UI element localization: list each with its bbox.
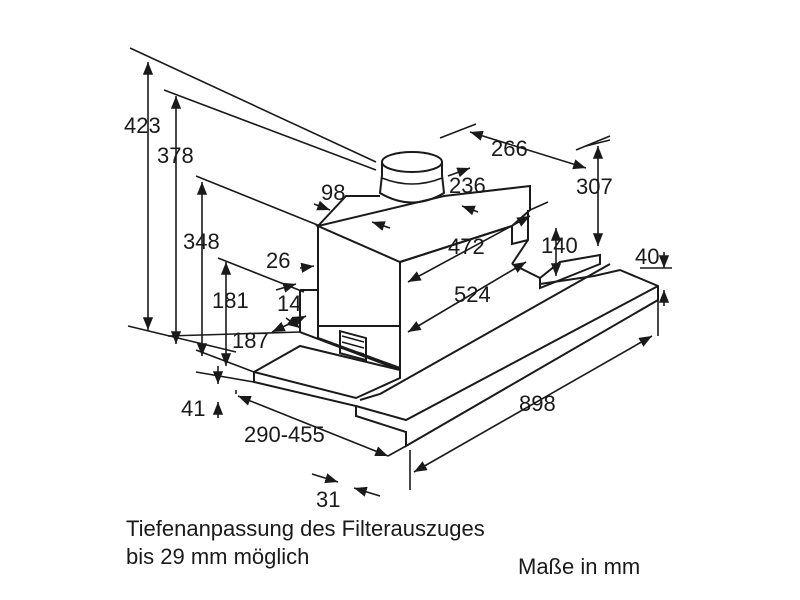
- dim-line-290-455: [237, 395, 389, 457]
- dim-line-898: [413, 335, 653, 473]
- label-266: 266: [491, 136, 528, 161]
- label-378: 378: [157, 143, 194, 168]
- dim-line-524: [407, 261, 527, 333]
- note-line-2: bis 29 mm möglich: [126, 544, 310, 569]
- duct-collar-top: [381, 151, 443, 173]
- dimension-labels: 423 378 348 181 187 41 26 14 98 266 236 …: [124, 113, 659, 512]
- label-98: 98: [321, 180, 345, 205]
- label-472: 472: [448, 234, 485, 259]
- label-40: 40: [635, 244, 659, 269]
- filter-depth-note: Tiefenanpassung des Filterauszuges bis 2…: [126, 515, 485, 571]
- label-307: 307: [576, 174, 613, 199]
- label-423: 423: [124, 113, 161, 138]
- units-note: Maße in mm: [518, 554, 641, 579]
- label-140: 140: [541, 233, 578, 258]
- label-181: 181: [212, 288, 249, 313]
- label-187: 187: [232, 328, 269, 353]
- label-236: 236: [449, 173, 486, 198]
- label-14: 14: [277, 291, 301, 316]
- note-line-1: Tiefenanpassung des Filterauszuges: [126, 516, 485, 541]
- dim-line-266: [469, 130, 587, 170]
- dimension-lines: [127, 47, 672, 497]
- motor-housing: [314, 184, 531, 264]
- duct-collar: [378, 162, 446, 204]
- dim-line-187: [271, 315, 307, 333]
- label-41: 41: [181, 396, 205, 421]
- label-290-455: 290-455: [244, 422, 325, 447]
- label-31: 31: [316, 487, 340, 512]
- label-26: 26: [266, 248, 290, 273]
- label-524: 524: [454, 282, 491, 307]
- label-348: 348: [183, 229, 220, 254]
- control-panel: [339, 329, 367, 362]
- label-898: 898: [519, 391, 556, 416]
